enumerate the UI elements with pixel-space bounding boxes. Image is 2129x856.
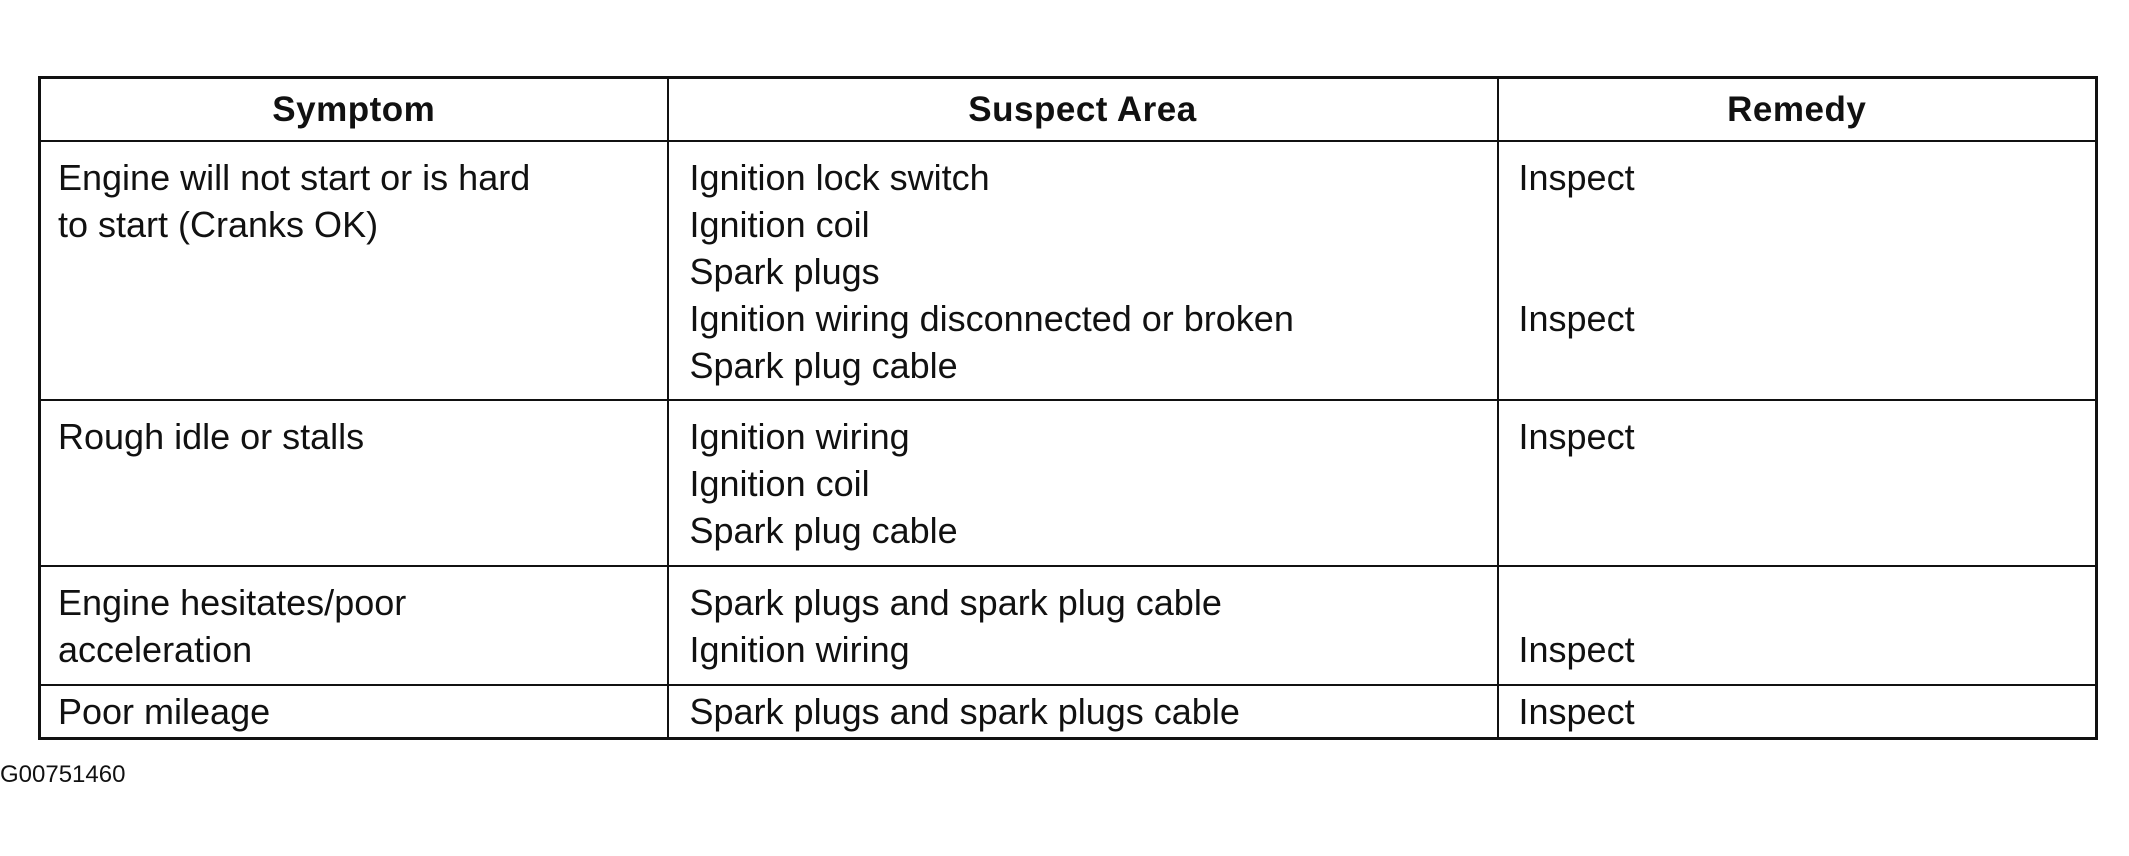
suspect-area-line: Spark plug cable [689, 510, 958, 551]
suspect-area-line: Ignition coil [689, 204, 870, 245]
remedy-line: Inspect [1518, 691, 1635, 732]
symptom-line: Engine will not start or is hard [58, 157, 531, 198]
symptom-line: Rough idle or stalls [58, 416, 365, 457]
symptom-line: Poor mileage [58, 691, 271, 732]
remedy-line [1519, 579, 2078, 626]
suspect-area-line: Ignition wiring disconnected or broken [689, 298, 1294, 339]
symptom-line: to start (Cranks OK) [58, 204, 379, 245]
symptom-cell: Engine hesitates/poor acceleration [38, 565, 669, 686]
suspect-area-cell: Spark plugs and spark plug cable Ignitio… [666, 565, 1499, 686]
table-row: Engine hesitates/poor acceleration Spark… [38, 565, 2098, 686]
header-remedy: Remedy [1496, 76, 2098, 142]
suspect-area-line: Spark plugs and spark plug cable [689, 582, 1222, 623]
remedy-line [1519, 342, 2078, 389]
suspect-area-cell: Ignition wiring Ignition coil Spark plug… [666, 399, 1499, 567]
symptom-cell: Rough idle or stalls [38, 399, 669, 567]
remedy-line: Inspect [1518, 629, 1635, 670]
table-row: Engine will not start or is hard to star… [38, 140, 2098, 401]
remedy-line: Inspect [1518, 416, 1635, 457]
diagnosis-table-container: Symptom Suspect Area Remedy Engine will … [38, 76, 2098, 740]
table-header-row: Symptom Suspect Area Remedy [38, 76, 2098, 142]
suspect-area-line: Spark plugs [689, 251, 880, 292]
suspect-area-line: Spark plug cable [689, 345, 958, 386]
symptom-line: Engine hesitates/poor [58, 582, 407, 623]
remedy-cell: Inspect [1496, 684, 2098, 740]
table-row: Poor mileage Spark plugs and spark plugs… [38, 684, 2098, 740]
symptom-cell: Engine will not start or is hard to star… [38, 140, 669, 401]
ignition-diagnosis-table: Symptom Suspect Area Remedy Engine will … [38, 76, 2098, 740]
remedy-line: Inspect [1518, 157, 1635, 198]
suspect-area-line: Ignition coil [689, 463, 870, 504]
suspect-area-line: Ignition lock switch [689, 157, 990, 198]
remedy-cell: Inspect [1496, 399, 2098, 567]
symptom-line: acceleration [58, 629, 253, 670]
remedy-cell: Inspect Inspect [1496, 140, 2098, 401]
figure-id: G00751460 [0, 761, 126, 788]
remedy-line [1519, 201, 2078, 248]
remedy-line: Inspect [1518, 298, 1635, 339]
suspect-area-line: Ignition wiring [689, 629, 910, 670]
suspect-area-line: Ignition wiring [689, 416, 910, 457]
suspect-area-cell: Spark plugs and spark plugs cable [666, 684, 1499, 740]
table-row: Rough idle or stalls Ignition wiring Ign… [38, 399, 2098, 567]
header-symptom: Symptom [38, 76, 669, 142]
header-suspect-area: Suspect Area [666, 76, 1499, 142]
remedy-cell: Inspect [1496, 565, 2098, 686]
remedy-line [1519, 248, 2078, 295]
suspect-area-cell: Ignition lock switch Ignition coil Spark… [666, 140, 1499, 401]
symptom-cell: Poor mileage [38, 684, 669, 740]
suspect-area-line: Spark plugs and spark plugs cable [689, 691, 1240, 732]
